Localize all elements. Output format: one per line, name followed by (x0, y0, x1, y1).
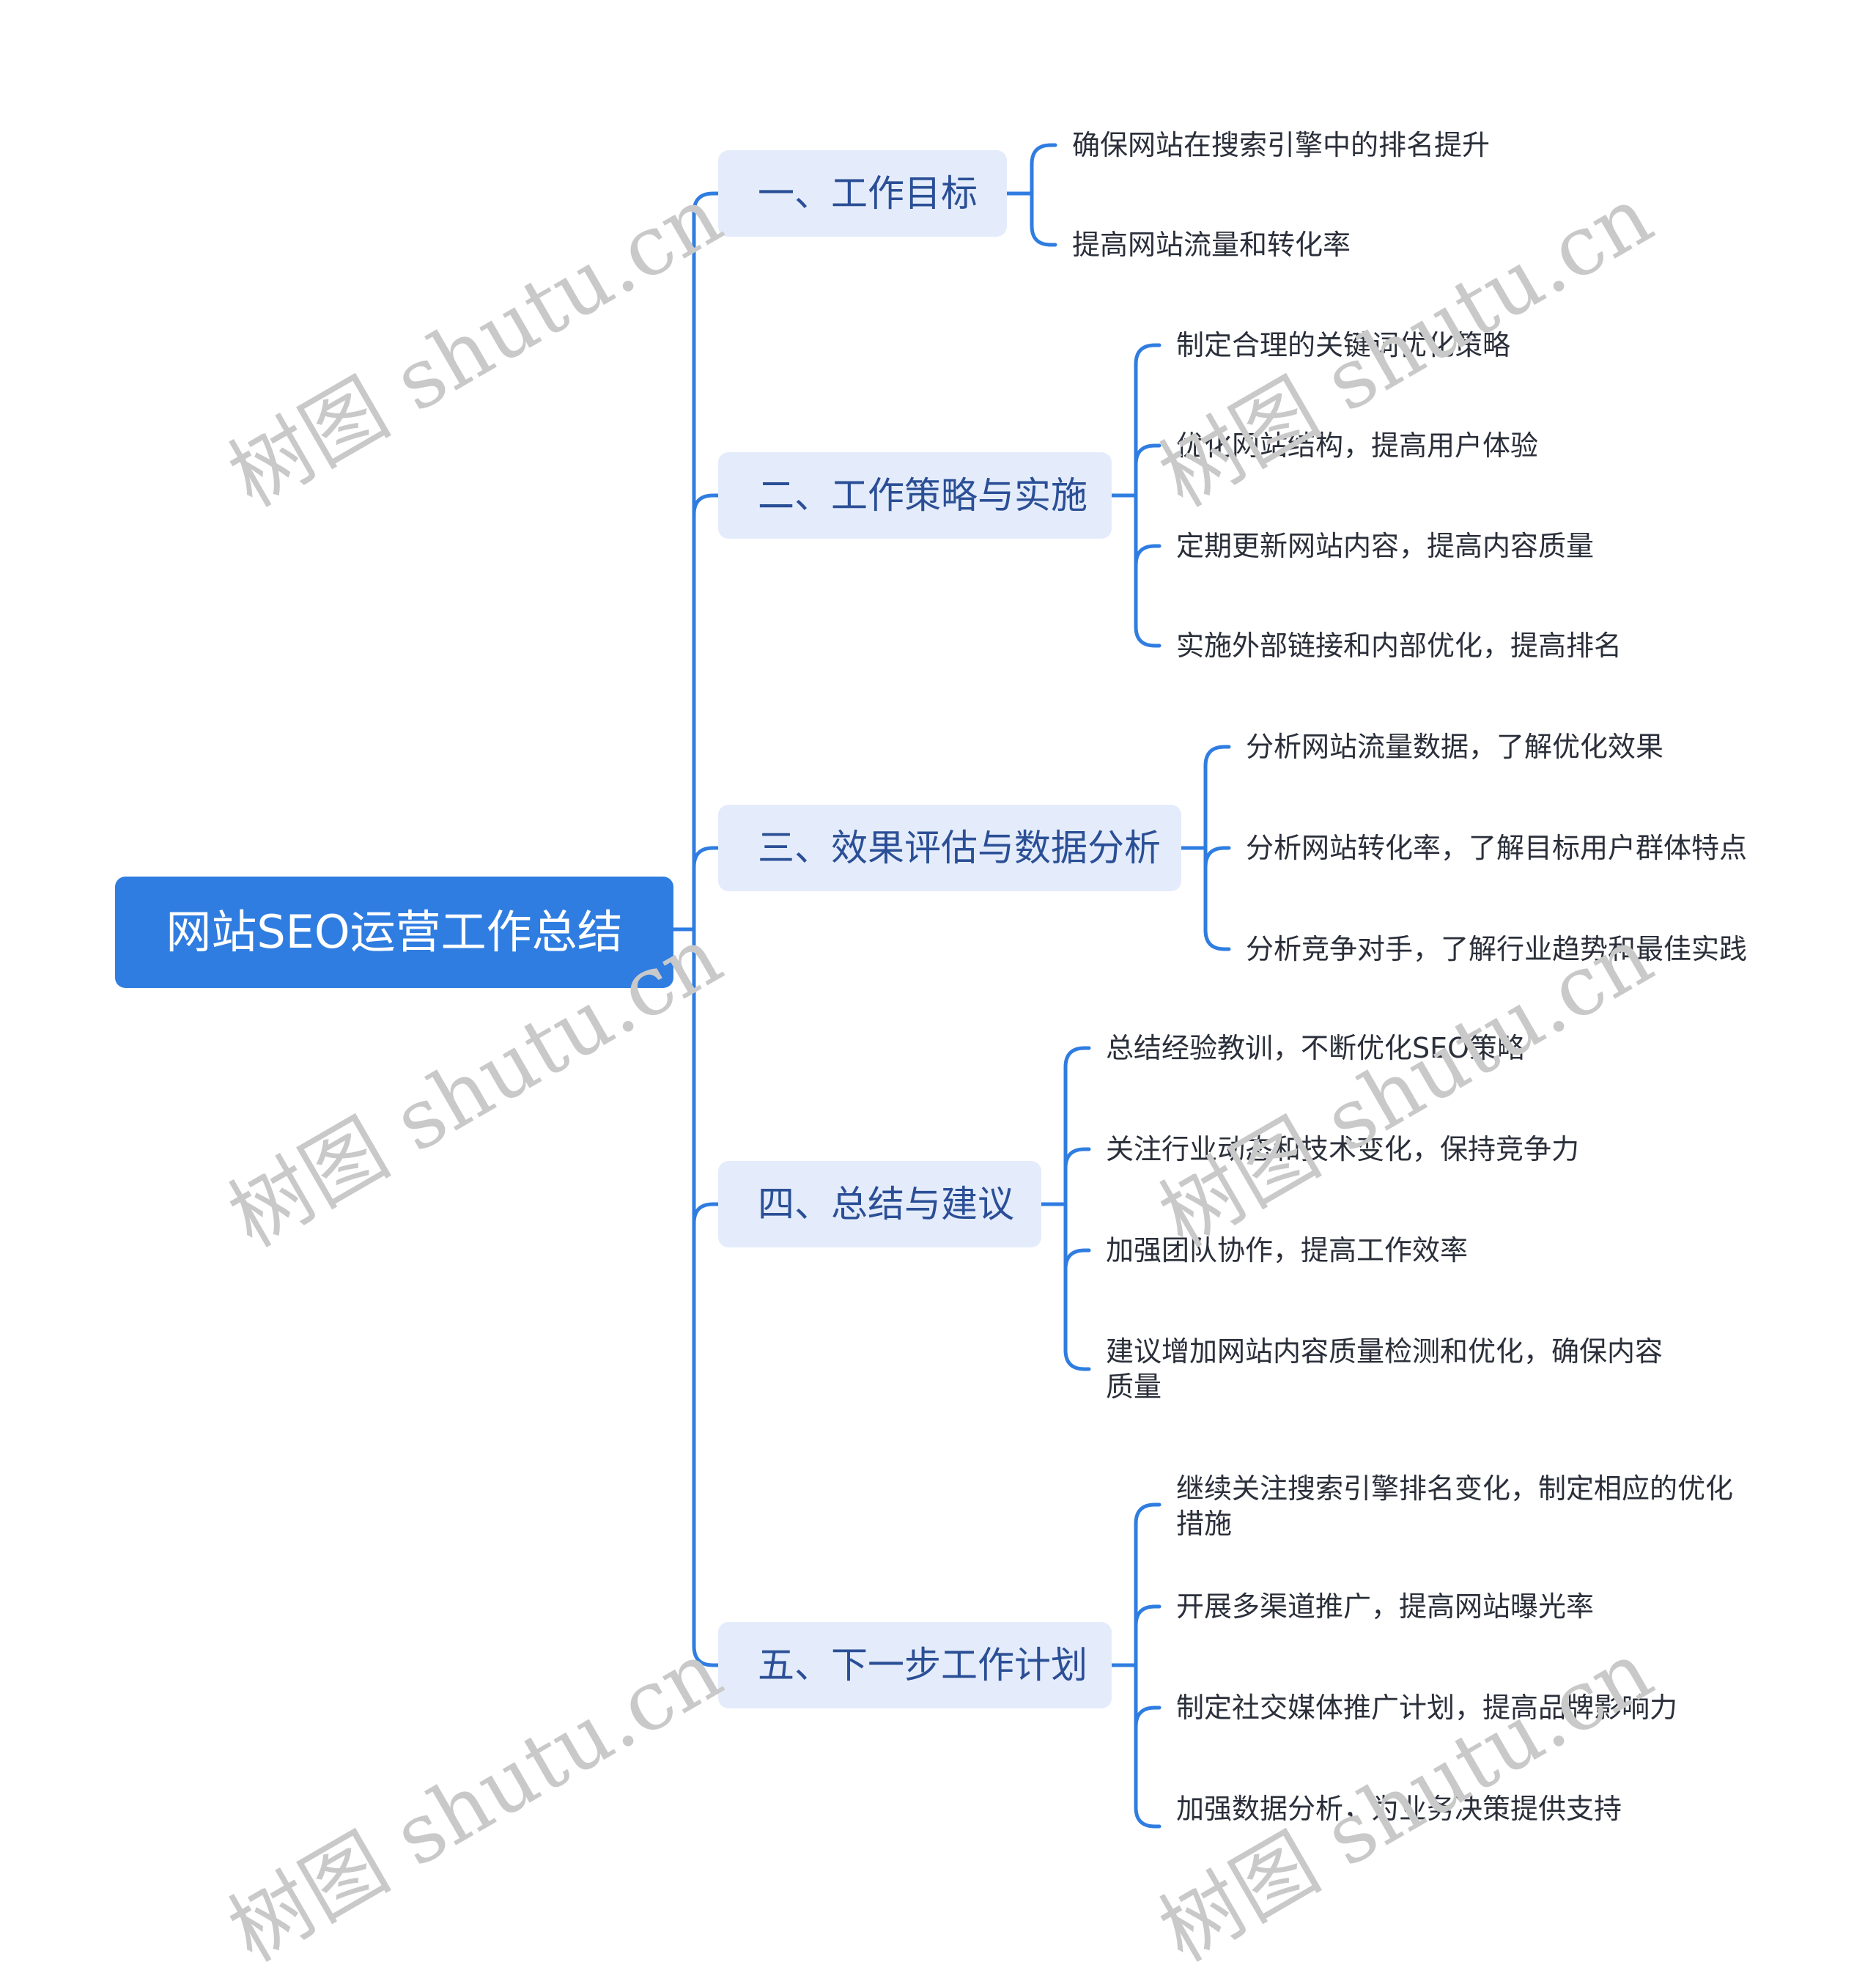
leaf-item-continued[interactable]: 措施 (1176, 1508, 1233, 1540)
leaf-item[interactable]: 优化网站结构，提高用户体验 (1176, 429, 1539, 462)
leaf-item[interactable]: 开展多渠道推广，提高网站曝光率 (1176, 1590, 1595, 1623)
leaf-item[interactable]: 分析网站转化率，了解目标用户群体特点 (1246, 832, 1748, 864)
leaf-item[interactable]: 确保网站在搜索引擎中的排名提升 (1072, 129, 1491, 161)
leaf-item-continued[interactable]: 质量 (1106, 1371, 1162, 1403)
branch-evaluation-analysis[interactable]: 三、效果评估与数据分析 (718, 805, 1181, 891)
branch-next-plan[interactable]: 五、下一步工作计划 (718, 1622, 1112, 1708)
root-node[interactable]: 网站SEO运营工作总结 (115, 877, 673, 988)
leaf-item[interactable]: 制定合理的关键词优化策略 (1176, 329, 1511, 361)
leaf-item[interactable]: 分析网站流量数据，了解优化效果 (1246, 731, 1664, 763)
branch-work-goals[interactable]: 一、工作目标 (718, 150, 1007, 237)
leaf-item[interactable]: 继续关注搜索引擎排名变化，制定相应的优化 (1176, 1472, 1734, 1505)
leaf-item[interactable]: 提高网站流量和转化率 (1072, 229, 1351, 261)
leaf-item[interactable]: 实施外部链接和内部优化，提高排名 (1176, 630, 1622, 662)
leaf-item[interactable]: 关注行业动态和技术变化，保持竞争力 (1106, 1133, 1580, 1165)
branch-summary-suggestions[interactable]: 四、总结与建议 (718, 1161, 1041, 1247)
leaf-item[interactable]: 分析竞争对手，了解行业趋势和最佳实践 (1246, 933, 1748, 965)
branch-strategy-implementation[interactable]: 二、工作策略与实施 (718, 452, 1112, 539)
leaf-item[interactable]: 制定社交媒体推广计划，提高品牌影响力 (1176, 1692, 1678, 1724)
leaf-item[interactable]: 加强团队协作，提高工作效率 (1106, 1234, 1469, 1266)
leaf-item[interactable]: 总结经验教训，不断优化SEO策略 (1106, 1032, 1526, 1064)
leaf-item[interactable]: 加强数据分析，为业务决策提供支持 (1176, 1793, 1622, 1825)
leaf-item[interactable]: 定期更新网站内容，提高内容质量 (1176, 530, 1595, 562)
leaf-item[interactable]: 建议增加网站内容质量检测和优化，确保内容 (1106, 1335, 1663, 1368)
